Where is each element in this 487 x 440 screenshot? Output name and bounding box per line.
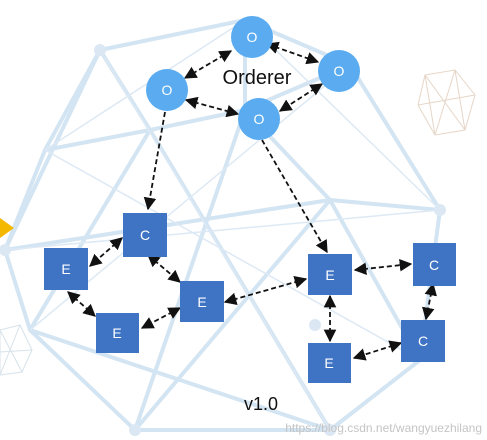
committer-node: C xyxy=(123,213,167,257)
arrow-c2-c3 xyxy=(422,282,437,321)
orderer-node: O xyxy=(318,50,360,92)
arrow-e3-e2 xyxy=(140,307,182,329)
orderer-node-label: O xyxy=(334,63,345,79)
committer-node-label: C xyxy=(140,227,150,243)
mesh-vertices xyxy=(0,44,446,436)
endorser-node: E xyxy=(44,248,88,290)
decorative-globe-left xyxy=(0,324,33,376)
arrow-o4-e4 xyxy=(261,139,328,254)
orderer-group-label: Orderer xyxy=(223,67,292,89)
decorative-globe-right xyxy=(417,69,476,136)
arrow-e1-e2 xyxy=(67,291,96,317)
endorser-node: E xyxy=(96,313,139,353)
orderer-node-label: O xyxy=(254,111,265,127)
arrow-o2-c1 xyxy=(143,111,166,211)
endorser-node-label: E xyxy=(112,325,121,341)
arrow-c1-e1 xyxy=(89,237,123,267)
endorser-node: E xyxy=(180,281,224,322)
arrow-o1-o3 xyxy=(265,41,320,65)
endorser-node-label: E xyxy=(61,261,70,277)
endorser-node-label: E xyxy=(197,294,206,310)
endorser-node-label: E xyxy=(324,355,333,371)
orderer-node: O xyxy=(146,69,188,111)
committer-node: C xyxy=(401,320,445,362)
endorser-node: E xyxy=(308,254,352,295)
watermark-text: https://blog.csdn.net/wangyuezhilang xyxy=(285,421,482,435)
orderer-node: O xyxy=(231,16,273,58)
committer-node-label: C xyxy=(429,257,439,273)
committer-node: C xyxy=(413,243,456,286)
arrow-o3-o4 xyxy=(278,83,324,112)
endorser-node: E xyxy=(308,343,351,383)
endorser-node-label: E xyxy=(325,267,334,283)
orderer-node-label: O xyxy=(247,29,258,45)
connection-arrows xyxy=(67,41,437,361)
arrow-o2-o4 xyxy=(184,96,240,118)
version-label: v1.0 xyxy=(244,394,278,414)
arrow-c3-e5 xyxy=(352,340,403,361)
committer-node-label: C xyxy=(418,333,428,349)
arrow-o1-o2 xyxy=(183,50,233,79)
arrow-e4-c2 xyxy=(353,258,413,276)
arrow-c1-e3 xyxy=(147,254,181,283)
arrow-e3-e4 xyxy=(223,276,308,305)
orderer-node-label: O xyxy=(162,82,173,98)
orderer-node: O xyxy=(238,98,280,140)
pointer-icon xyxy=(0,218,14,238)
